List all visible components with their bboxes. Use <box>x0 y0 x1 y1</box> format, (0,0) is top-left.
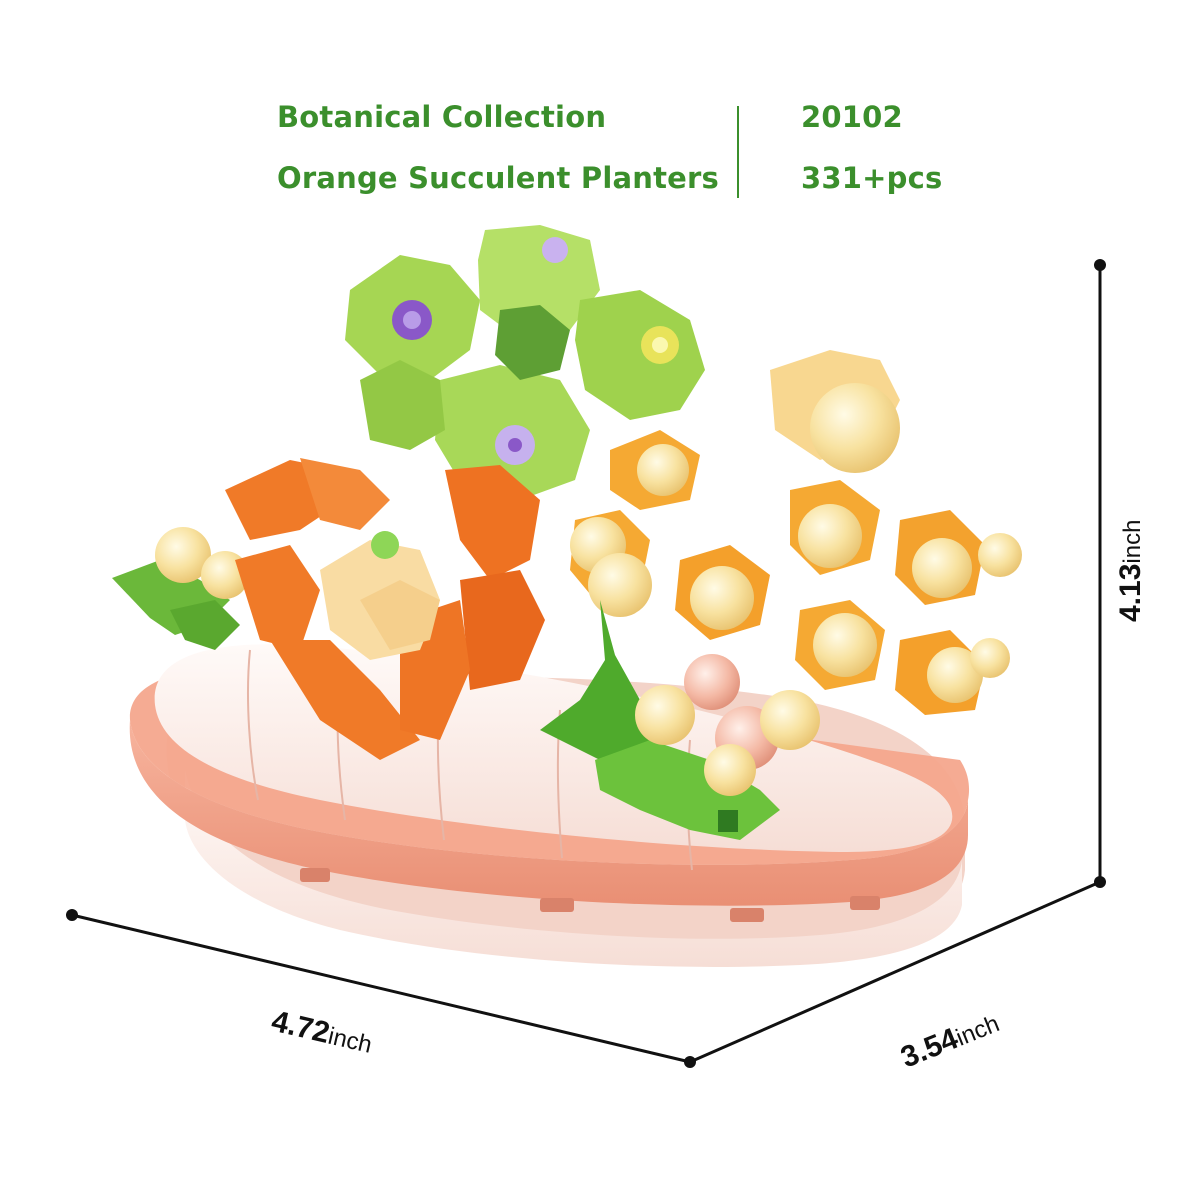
dimension-endpoint <box>1094 259 1106 271</box>
planter-bottom-tier <box>185 770 962 967</box>
planter-studs <box>300 868 880 922</box>
height-label: 4.13inch <box>1114 520 1147 622</box>
planter <box>129 644 970 967</box>
berry-cluster <box>570 350 1022 715</box>
dimension-lines <box>66 259 1106 1068</box>
series-title: Botanical Collection <box>277 100 607 134</box>
dimension-endpoint <box>1094 876 1106 888</box>
dimension-endpoint <box>66 909 78 921</box>
green-succulent <box>345 225 705 500</box>
width-dimension-line <box>71 913 691 1064</box>
product-name: Orange Succulent Planters <box>277 161 719 195</box>
left-leaves <box>112 560 240 650</box>
header-divider <box>737 106 739 198</box>
planter-pink-band <box>129 720 968 906</box>
bottom-plant <box>540 600 820 840</box>
piece-count: 331+pcs <box>801 161 943 195</box>
depth-dimension-line <box>689 880 1101 1064</box>
product-header: Botanical Collection Orange Succulent Pl… <box>0 0 1200 230</box>
left-berries <box>155 527 249 599</box>
orange-succulent <box>225 458 545 760</box>
dimension-endpoint <box>684 1056 696 1068</box>
width-label: 4.72inch <box>268 1005 375 1060</box>
item-number: 20102 <box>801 100 903 134</box>
depth-label: 3.54inch <box>896 1006 1003 1075</box>
